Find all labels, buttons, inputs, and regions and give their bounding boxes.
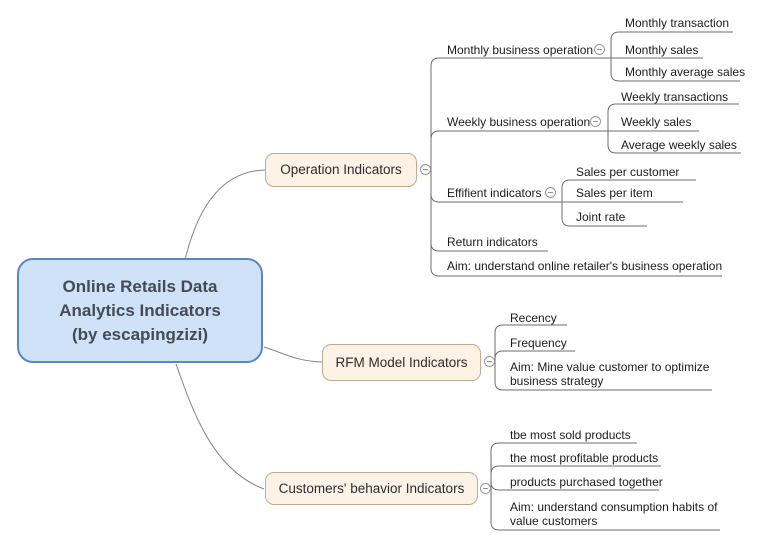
topic-most-sold-products[interactable]: tbe most sold products	[510, 428, 631, 442]
topic-return-indicators[interactable]: Return indicators	[447, 235, 538, 249]
topic-average-weekly-sales[interactable]: Average weekly sales	[621, 138, 737, 152]
topic-joint-rate[interactable]: Joint rate	[576, 210, 626, 224]
connector-line	[430, 242, 548, 252]
branch-topic-customers-behavior-indicators[interactable]: Customers' behavior Indicators	[265, 472, 478, 505]
topic-aim-rfm[interactable]: Aim: Mine value customer to optimize bus…	[510, 360, 710, 388]
branch-topic-operation-indicators[interactable]: Operation Indicators	[265, 153, 417, 187]
topic-monthly-average-sales[interactable]: Monthly average sales	[625, 65, 746, 79]
connector-line	[184, 169, 266, 261]
topic-frequency[interactable]: Frequency	[510, 336, 567, 350]
topic-monthly-sales[interactable]: Monthly sales	[625, 43, 699, 57]
connector-line	[430, 267, 722, 277]
topic-aim-operation[interactable]: Aim: understand online retailer's busine…	[447, 259, 723, 273]
connector-line	[494, 324, 567, 334]
connector-line	[494, 350, 575, 360]
collapse-icon-effifient-indicators[interactable]	[545, 187, 556, 198]
connector-line	[607, 103, 739, 113]
connector-line	[610, 31, 733, 41]
collapse-icon-rfm-model-indicators[interactable]	[484, 356, 495, 367]
branch-topic-rfm-model-indicators[interactable]: RFM Model Indicators	[322, 344, 481, 381]
topic-recency[interactable]: Recency	[510, 311, 557, 325]
collapse-icon-customers-behavior-indicators[interactable]	[480, 483, 491, 494]
collapse-icon-weekly-business-operation[interactable]	[590, 116, 601, 127]
topic-monthly-transaction[interactable]: Monthly transaction	[625, 16, 730, 30]
topic-sales-per-item[interactable]: Sales per item	[576, 186, 653, 200]
collapse-icon-operation-indicators[interactable]	[420, 164, 431, 175]
topic-most-profitable-products[interactable]: the most profitable products	[510, 451, 659, 465]
connector-line	[494, 381, 712, 391]
connector-line	[561, 217, 647, 227]
connector-line	[430, 193, 562, 203]
topic-aim-customers[interactable]: Aim: understand consumption habits of va…	[510, 500, 718, 528]
connector-line	[430, 57, 611, 67]
connector-line	[263, 346, 323, 363]
connector-line	[490, 481, 659, 491]
connector-line	[490, 442, 637, 452]
topic-weekly-business-operation[interactable]: Weekly business operation	[447, 115, 591, 129]
connector-line	[175, 363, 265, 490]
connector-line	[610, 72, 740, 82]
connector-line	[430, 130, 608, 140]
connector-line	[490, 521, 720, 531]
topic-sales-per-customer[interactable]: Sales per customer	[576, 165, 680, 179]
connector-line	[490, 465, 661, 475]
topic-weekly-transactions[interactable]: Weekly transactions	[621, 90, 729, 104]
topic-products-purchased-together[interactable]: products purchased together	[510, 475, 663, 489]
topic-weekly-sales[interactable]: Weekly sales	[621, 115, 692, 129]
root-topic[interactable]: Online Retails Data Analytics Indicators…	[17, 258, 263, 363]
collapse-icon-monthly-business-operation[interactable]	[594, 44, 605, 55]
topic-monthly-business-operation[interactable]: Monthly business operation	[447, 43, 594, 57]
connector-line	[607, 144, 741, 154]
topic-effifient-indicators[interactable]: Effifient indicators	[447, 186, 542, 200]
connector-line	[561, 179, 696, 189]
